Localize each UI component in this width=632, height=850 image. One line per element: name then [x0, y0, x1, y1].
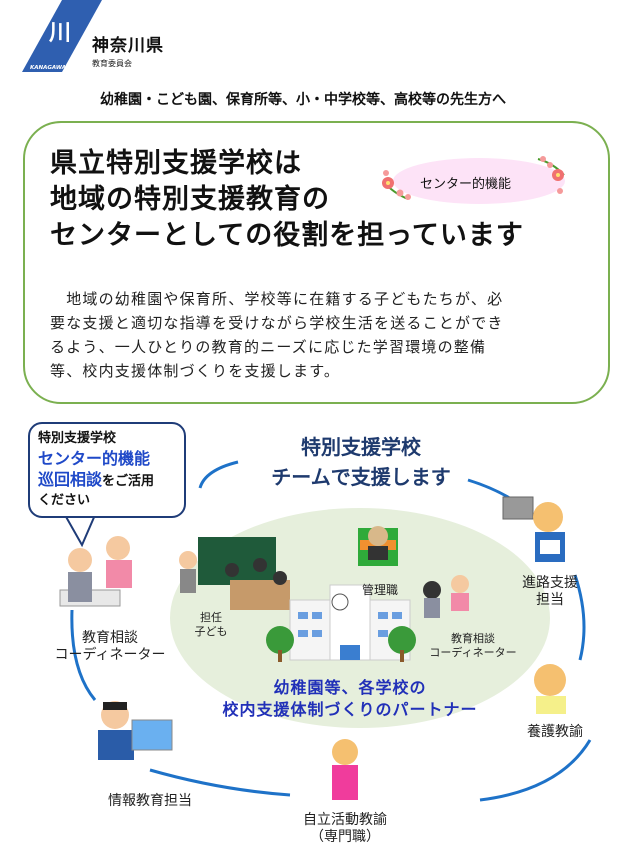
role-label: 教育相談 [82, 630, 138, 646]
partner-line: 幼稚園等、各学校の [273, 678, 427, 697]
body-line: 要な支援と適切な指導を受けながら学校生活を送ることができ [50, 314, 504, 332]
kanagawa-logo-icon: 川 KANAGAWA [22, 0, 102, 72]
role-label: コーディネーター [429, 646, 517, 659]
headline-line: 地域の特別支援教育の [50, 184, 330, 215]
role-inner-coordinator: 教育相談 コーディネーター [418, 632, 528, 660]
body-line: 等、校内支援体制づくりを支援します。 [50, 362, 341, 380]
role-label: 担当 [536, 592, 564, 608]
intro-body: 地域の幼稚園や保育所、学校等に在籍する子どもたちが、必 要な支援と適切な指導を受… [50, 287, 575, 383]
bubble-line: 特別支援学校 [38, 431, 117, 446]
intro-box [23, 121, 610, 404]
org-name: 神奈川県 [92, 36, 164, 56]
org-subtitle: 教育委員会 [92, 59, 132, 68]
bubble-line: ください [38, 493, 91, 508]
team-title: 特別支援学校 チームで支援します [236, 432, 486, 492]
headline: 県立特別支援学校は 地域の特別支援教育の センターとしての役割を担っています [50, 146, 524, 254]
headline-line: 県立特別支援学校は [50, 148, 302, 179]
role-homeroom: 担任 子ども [186, 611, 236, 639]
audience-heading: 幼稚園・こども園、保育所等、小・中学校等、高校等の先生方へ [100, 92, 506, 108]
role-label: 自立活動教諭 [303, 812, 387, 828]
bubble-text: をご活用 [102, 474, 155, 489]
role-label: コーディネーター [54, 647, 166, 663]
role-counsel-coordinator: 教育相談 コーディネーター [40, 630, 180, 664]
body-line: 地域の幼稚園や保育所、学校等に在籍する子どもたちが、必 [50, 290, 504, 308]
team-diagram [59, 460, 592, 802]
role-label: （専門職） [310, 829, 380, 845]
role-label: 教育相談 [451, 632, 495, 645]
headline-line: センターとしての役割を担っています [50, 220, 524, 251]
badge [393, 158, 565, 204]
role-nurse: 養護教諭 [527, 724, 583, 740]
role-label: 進路支援 [522, 575, 578, 591]
svg-text:KANAGAWA: KANAGAWA [30, 65, 66, 71]
role-career-support: 進路支援 担当 [500, 575, 600, 609]
consultation-bubble: 特別支援学校 センター的機能 巡回相談をご活用 ください [28, 422, 186, 518]
role-label: 担任 [200, 611, 222, 624]
badge-label: センター的機能 [420, 177, 512, 192]
bubble-highlight: センター的機能 [38, 449, 151, 468]
role-ict: 情報教育担当 [108, 793, 192, 809]
flower-decoration-icon [382, 156, 565, 200]
role-label: 子ども [194, 625, 228, 638]
svg-text:川: 川 [48, 21, 71, 46]
partner-line: 校内支援体制づくりのパートナー [222, 700, 478, 719]
role-admin: 管理職 [361, 583, 398, 597]
partner-caption: 幼稚園等、各学校の 校内支援体制づくりのパートナー [190, 677, 510, 721]
body-line: るよう、一人ひとりの教育的ニーズに応じた学習環境の整備 [50, 338, 487, 356]
bubble-highlight: 巡回相談 [38, 470, 103, 489]
bubble-line: 巡回相談をご活用 [38, 470, 176, 492]
role-jiritsu: 自立活動教諭 （専門職） [290, 812, 400, 846]
team-title-line: チームで支援します [271, 465, 451, 489]
team-title-line: 特別支援学校 [301, 435, 421, 459]
